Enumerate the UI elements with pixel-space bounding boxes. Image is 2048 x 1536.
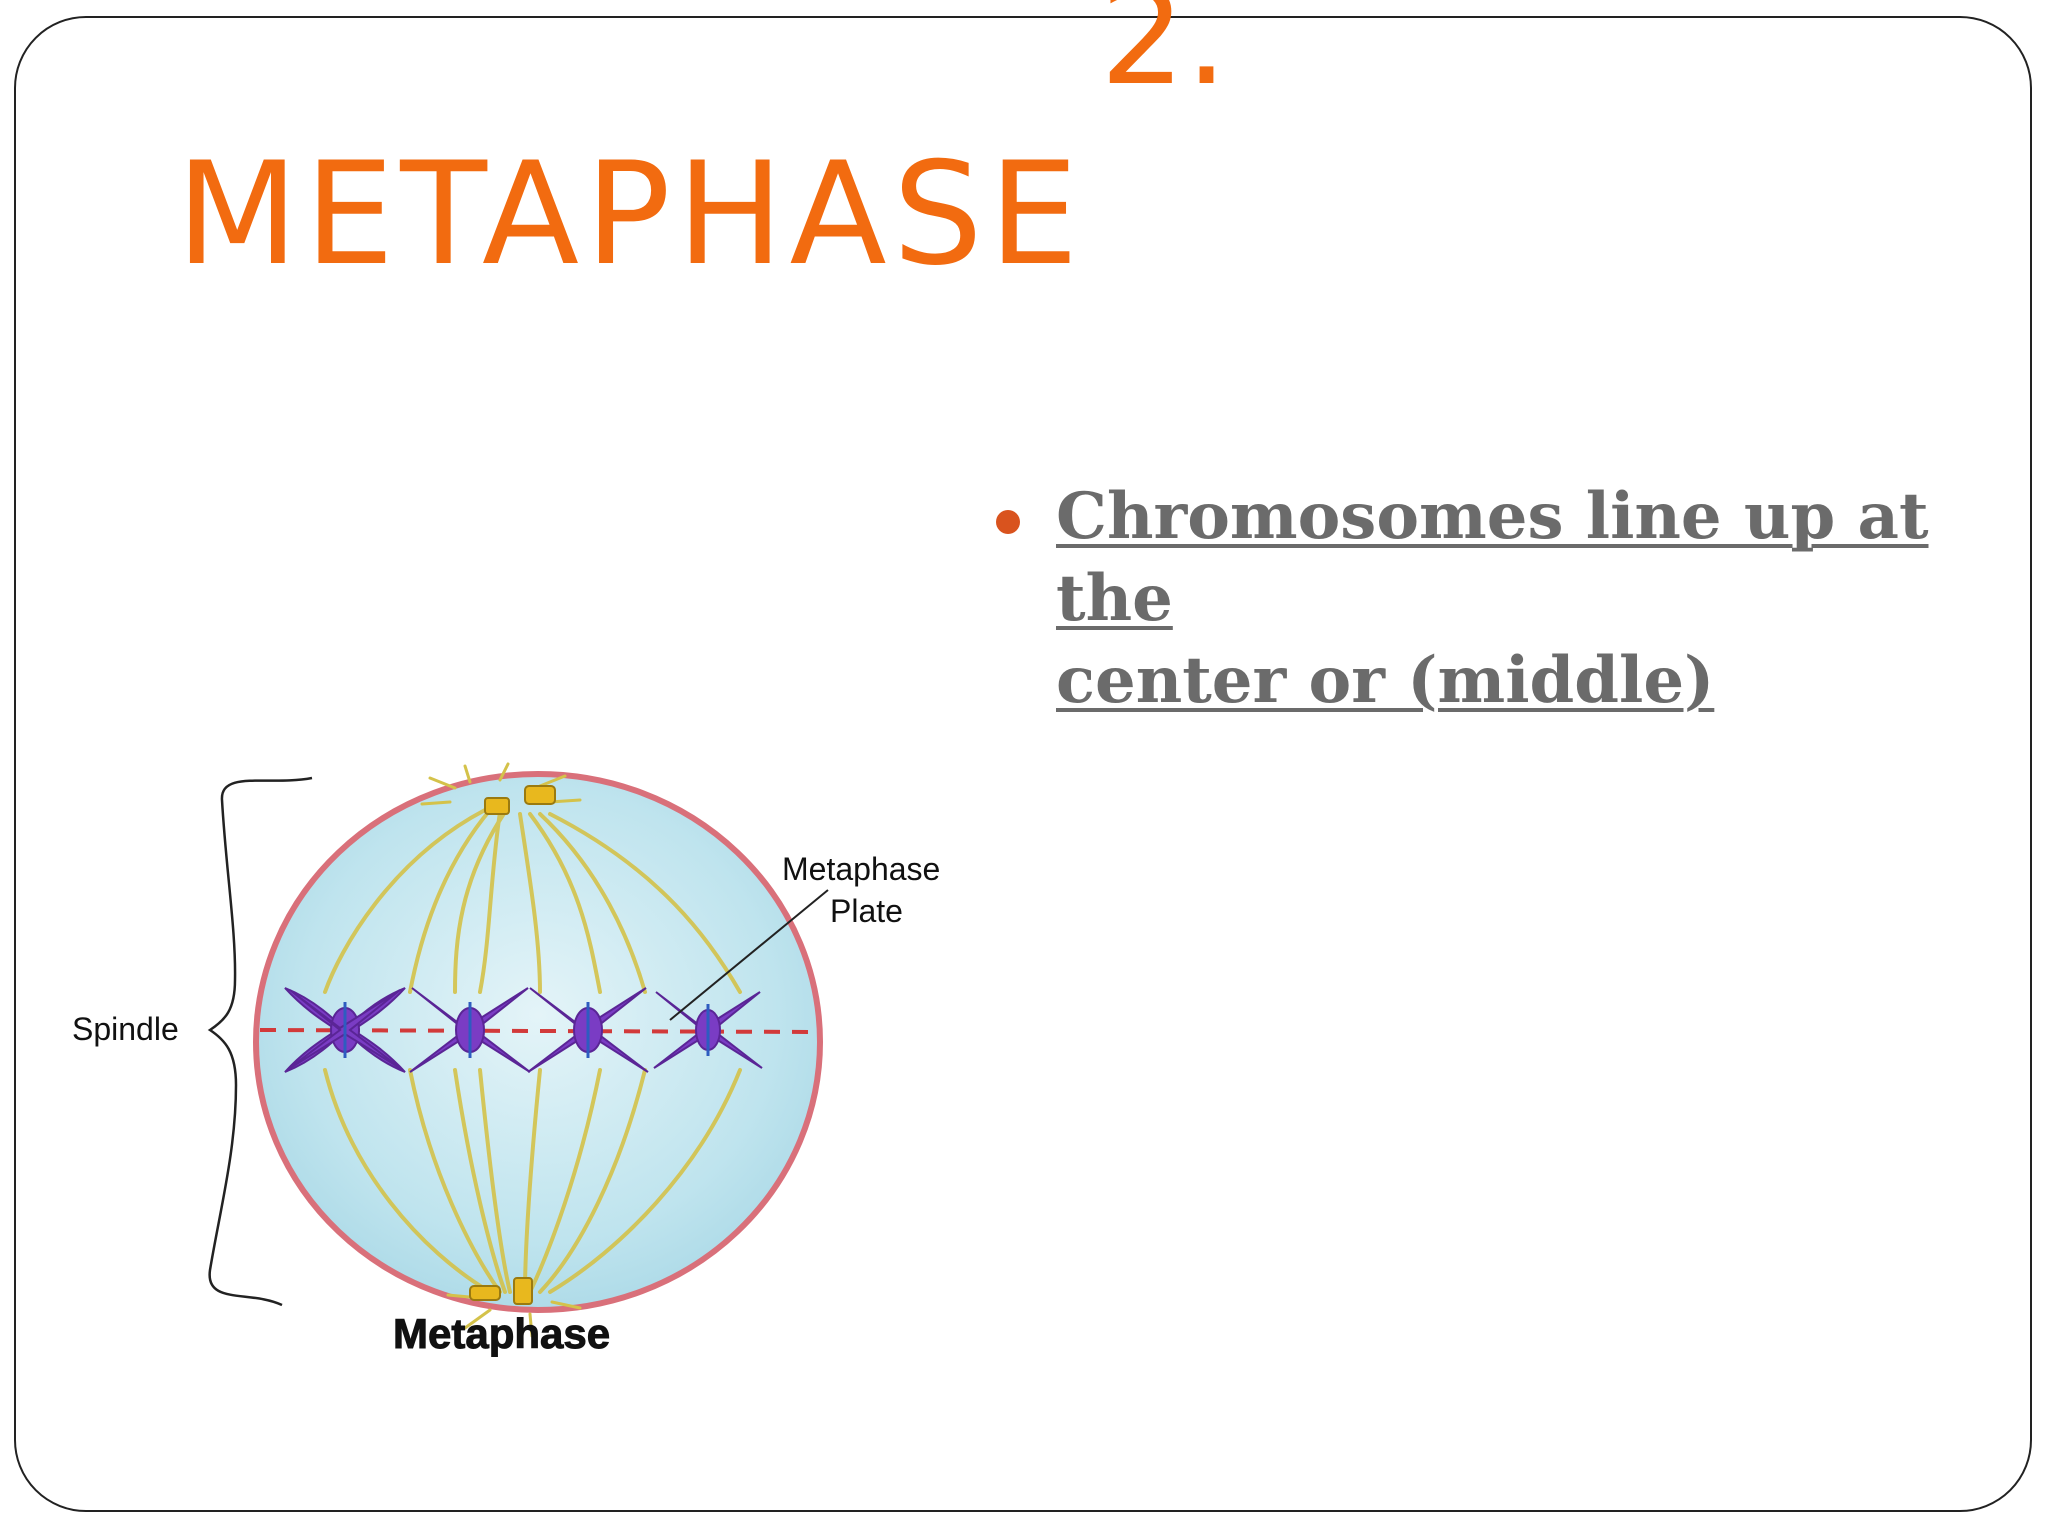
plate-leader-line (669, 889, 829, 1021)
slide-title: METAPHASE (176, 132, 1085, 297)
aster-rays-top (420, 762, 582, 806)
metaphase-cell-illustration: Spindle Metaphase Plate Metaphase (72, 762, 940, 1358)
centrosome-bottom-right (513, 1277, 533, 1305)
diagram-caption: Metaphase (393, 1310, 610, 1357)
bullet-line-1: Chromosomes line up at the (1056, 479, 1929, 636)
centrosome-bottom-left (469, 1285, 501, 1301)
bullet-line-2: center or (middle) (1056, 643, 1715, 718)
label-spindle: Spindle (72, 1011, 179, 1047)
spindle-fibers (323, 808, 742, 1294)
slide-title-number: 2. (1100, 0, 1228, 115)
centrosome-top-right (524, 785, 556, 805)
kinetochores (343, 1002, 710, 1058)
slide-frame (14, 16, 2032, 1512)
bullet-dot-icon (996, 510, 1020, 534)
metaphase-diagram: Spindle Metaphase Plate Metaphase (60, 730, 1000, 1390)
label-plate-line2: Plate (830, 893, 903, 929)
spindle-brace (207, 776, 313, 1307)
aster-rays-bottom (446, 1293, 582, 1338)
centrosome-top-left (484, 797, 510, 815)
label-plate-line1: Metaphase (782, 851, 940, 887)
